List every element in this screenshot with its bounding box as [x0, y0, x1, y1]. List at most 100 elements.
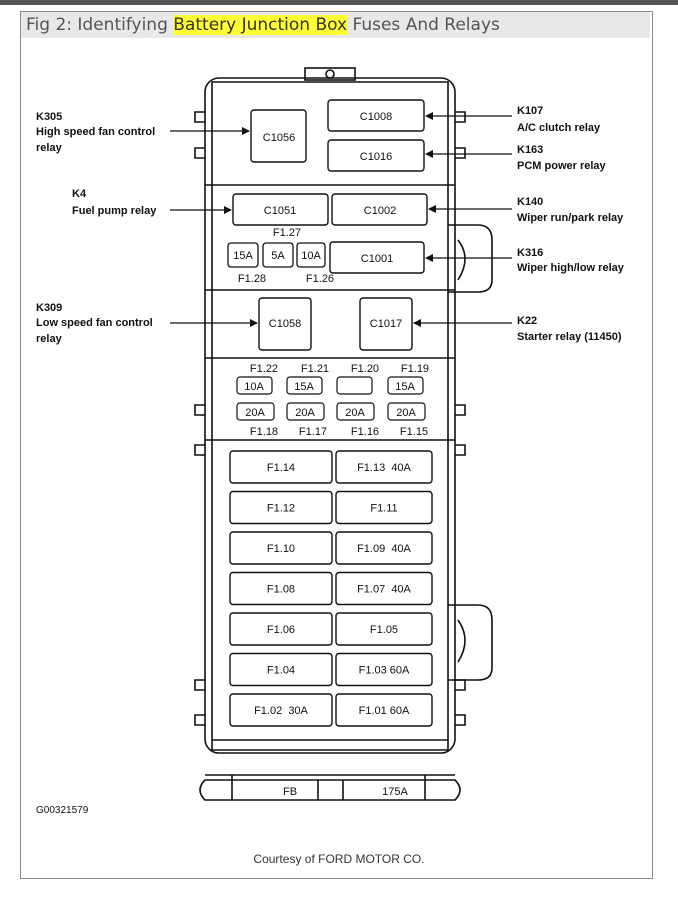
k163-id: K163	[517, 144, 543, 156]
title-prefix: Fig 2: Identifying	[26, 15, 174, 35]
maxi-fuse-left-3	[229, 531, 333, 565]
figure-caption: Courtesy of FORD MOTOR CO.	[253, 852, 425, 866]
top-bar	[0, 0, 678, 5]
maxi-fuse-left-label-7: F1.02 30A	[254, 705, 308, 717]
k4-line1: Fuel pump relay	[72, 205, 157, 217]
mini-bottom-rating-1: 20A	[245, 407, 265, 419]
mini-fuse-bottom-1	[236, 402, 275, 421]
k305-line2: relay	[36, 142, 63, 154]
mini-fuse-top-2	[286, 376, 323, 395]
c1002-label: C1002	[364, 205, 396, 217]
c1058-label: C1058	[269, 318, 301, 330]
maxi-fuse-left-5	[229, 612, 333, 646]
k4-id: K4	[72, 188, 87, 200]
maxi-fuse-left-label-2: F1.12	[267, 503, 295, 515]
k107-line1: A/C clutch relay	[517, 122, 601, 134]
mini-top-rating-1: 10A	[244, 381, 264, 393]
maxi-fuse-right-2	[335, 490, 433, 525]
mini-fuse-top-1	[236, 376, 273, 395]
maxi-fuse-left-label-6: F1.04	[267, 665, 295, 677]
c1051-label: C1051	[264, 205, 296, 217]
mini-top-label-3: F1.20	[351, 363, 379, 375]
right-labels: K107 A/C clutch relay K163 PCM power rel…	[413, 105, 625, 343]
maxi-fuse-right-label-2: F1.11	[370, 503, 397, 515]
c1017-label: C1017	[370, 318, 402, 330]
fuse-5a	[262, 242, 294, 268]
k140-line1: Wiper run/park relay	[517, 212, 624, 224]
mini-fuse-rows: F1.22 F1.21 F1.20 F1.19 10A 15A 15A 20A …	[236, 363, 429, 438]
figure-title: Fig 2: Identifying Battery Junction Box …	[26, 15, 500, 35]
mini-bottom-rating-4: 20A	[396, 407, 416, 419]
left-labels: K305 High speed fan control relay K4 Fue…	[36, 111, 258, 345]
maxi-fuse-left-7	[229, 693, 333, 727]
title-highlight: Battery Junction Box	[173, 15, 348, 35]
mini-bottom-label-1: F1.18	[250, 426, 278, 438]
k305-line1: High speed fan control	[36, 126, 155, 138]
mini-top-rating-2: 15A	[294, 381, 314, 393]
maxi-fuse-right-label-6: F1.03 60A	[359, 665, 410, 677]
maxi-fuse-left-4	[229, 571, 333, 606]
f128-label: F1.28	[238, 273, 266, 285]
maxi-fuse-right-6	[335, 652, 433, 687]
relay-c1058	[258, 297, 312, 351]
k309-line2: relay	[36, 333, 63, 345]
figure-code: G00321579	[36, 805, 89, 816]
maxi-fuse-left-2	[229, 490, 333, 525]
maxi-fuse-right-7	[335, 693, 433, 727]
bottom-rating: 175A	[382, 786, 408, 798]
relay-c1056	[250, 109, 307, 163]
fuse-10a	[296, 242, 326, 268]
mini-bottom-label-3: F1.16	[351, 426, 379, 438]
maxi-fuse-right-label-3: F1.09 40A	[357, 543, 411, 555]
fuse-15a	[227, 242, 259, 268]
mini-fuse-bottom-4	[387, 402, 426, 421]
maxi-fuse-right-4	[335, 571, 433, 606]
f127-label: F1.27	[273, 227, 301, 239]
maxi-fuse-left-1	[229, 450, 333, 484]
relay-c1017	[359, 297, 413, 351]
k316-id: K316	[517, 247, 543, 259]
maxi-fuse-left-label-3: F1.10	[267, 543, 295, 555]
relay-c1001	[329, 241, 425, 274]
mini-bottom-label-4: F1.15	[400, 426, 428, 438]
k309-line1: Low speed fan control	[36, 317, 153, 329]
fuse-5a-label: 5A	[271, 250, 285, 262]
relay-c1051	[232, 193, 329, 226]
k309-id: K309	[36, 302, 62, 314]
mini-top-label-2: F1.21	[301, 363, 329, 375]
figure-frame	[20, 11, 653, 879]
k140-id: K140	[517, 196, 543, 208]
mini-bottom-label-2: F1.17	[299, 426, 327, 438]
maxi-fuse-right-1	[335, 450, 433, 484]
box-body	[194, 67, 493, 801]
maxi-fuse-left-label-1: F1.14	[267, 462, 295, 474]
mini-bottom-rating-2: 20A	[295, 407, 315, 419]
maxi-fuse-right-label-5: F1.05	[370, 624, 398, 636]
fuse-10a-label: 10A	[301, 250, 321, 262]
mini-fuse-top-3	[336, 376, 373, 395]
c1001-label: C1001	[361, 253, 393, 265]
fb-label: FB	[283, 786, 297, 798]
relay-c1008	[327, 99, 425, 132]
k163-line1: PCM power relay	[517, 160, 607, 172]
c1056-label: C1056	[263, 132, 295, 144]
k107-id: K107	[517, 105, 543, 117]
mini-top-label-4: F1.19	[401, 363, 429, 375]
title-suffix: Fuses And Relays	[347, 15, 500, 35]
c1016-label: C1016	[360, 151, 392, 163]
maxi-fuse-left-label-5: F1.06	[267, 624, 295, 636]
mini-fuse-bottom-2	[286, 402, 325, 421]
maxi-fuse-right-5	[335, 612, 433, 646]
relay-c1016	[327, 139, 425, 172]
mini-fuse-bottom-3	[336, 402, 375, 421]
k22-line1: Starter relay (11450)	[517, 331, 622, 343]
c1008-label: C1008	[360, 111, 392, 123]
maxi-fuse-left-6	[229, 652, 333, 687]
mini-top-label-1: F1.22	[250, 363, 278, 375]
mini-bottom-rating-3: 20A	[345, 407, 365, 419]
k305-id: K305	[36, 111, 62, 123]
fuse-15a-label: 15A	[233, 250, 253, 262]
maxi-fuse-right-label-4: F1.07 40A	[357, 584, 411, 596]
